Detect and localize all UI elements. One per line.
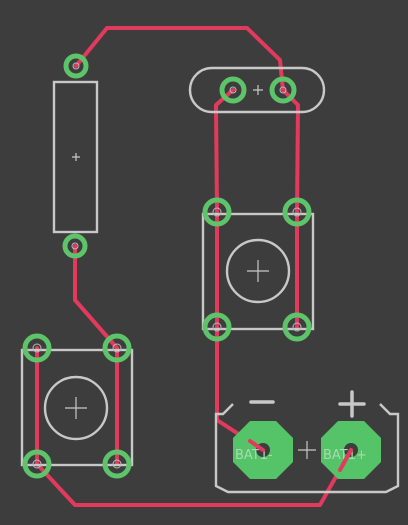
traces bbox=[35, 26, 353, 507]
pushbutton-left-component[interactable] bbox=[20, 348, 134, 467]
resistor-component[interactable] bbox=[52, 80, 99, 234]
battery-negative-label: BAT1- bbox=[235, 448, 273, 463]
battery-plus-mark bbox=[338, 390, 366, 418]
pushbutton-right-component[interactable] bbox=[201, 212, 315, 331]
pad-pushbutton-right-top-right[interactable] bbox=[282, 197, 312, 227]
pad-pushbutton-left-bottom-right[interactable] bbox=[102, 449, 132, 479]
pushbutton-right-center-mark bbox=[247, 260, 269, 282]
pad-resistor-top[interactable] bbox=[63, 53, 89, 79]
connector-component[interactable] bbox=[188, 66, 326, 114]
battery-holder-outline bbox=[214, 403, 400, 494]
pushbutton-right-actuator bbox=[225, 238, 291, 304]
pad-pushbutton-left-top-right[interactable] bbox=[102, 333, 132, 363]
trace-pad-overlays bbox=[248, 439, 353, 472]
connector-outline bbox=[188, 66, 326, 114]
trace-connector-left-down[interactable] bbox=[214, 88, 235, 214]
pad-pushbutton-right-bottom-right[interactable] bbox=[282, 312, 312, 342]
pad-pushbutton-right-bottom-left[interactable] bbox=[202, 312, 232, 342]
trace-resistor-bottom-to-button-left[interactable] bbox=[73, 244, 119, 350]
resistor-body-outline bbox=[52, 80, 99, 234]
battery-positive-label: BAT1+ bbox=[323, 448, 367, 463]
pad-connector-right[interactable] bbox=[269, 76, 297, 104]
trace-resistor-top-to-connector[interactable] bbox=[74, 26, 285, 92]
resistor-center-mark bbox=[72, 153, 80, 161]
pad-resistor-bottom[interactable] bbox=[62, 233, 88, 259]
pad-pushbutton-right-top-left[interactable] bbox=[202, 197, 232, 227]
pad-pushbutton-left-top-left[interactable] bbox=[22, 333, 52, 363]
pushbutton-left-outline bbox=[20, 348, 134, 467]
pushbutton-left-center-mark bbox=[65, 397, 87, 419]
pushbutton-left-actuator bbox=[43, 375, 109, 441]
battery-holder-component[interactable] bbox=[214, 390, 400, 494]
pad-connector-left[interactable] bbox=[219, 76, 247, 104]
pad-pushbutton-left-bottom-left[interactable] bbox=[22, 449, 52, 479]
connector-center-mark bbox=[253, 85, 263, 95]
battery-center-mark bbox=[298, 441, 316, 459]
trace-connector-right-down[interactable] bbox=[281, 88, 300, 214]
pushbutton-right-outline bbox=[201, 212, 315, 331]
trace-button-left-to-bat-pos[interactable] bbox=[35, 448, 353, 507]
